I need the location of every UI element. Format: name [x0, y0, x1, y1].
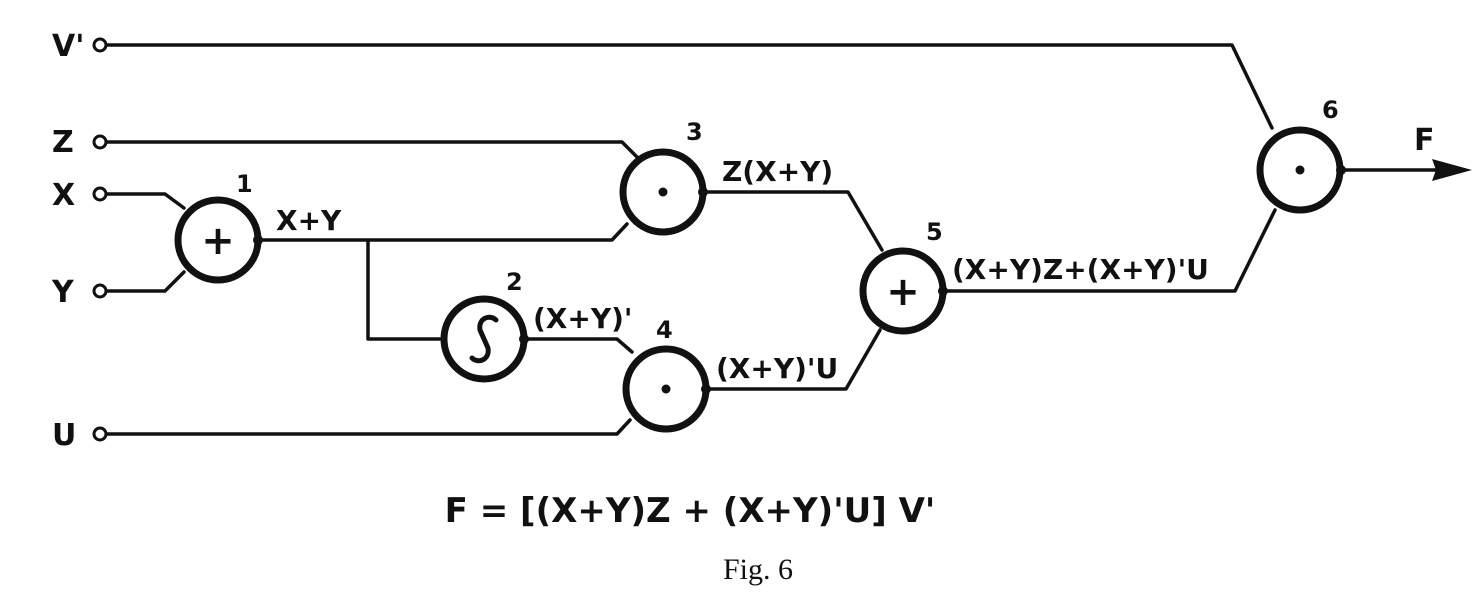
- wire-v-to-node6: [104, 43, 1274, 130]
- node-1-number: 1: [236, 170, 253, 198]
- terminal-u: [92, 426, 108, 442]
- node-3-number: 3: [686, 118, 703, 146]
- wire-node4-to-node5: [708, 328, 882, 391]
- node-1-output-label: X+Y: [276, 204, 342, 237]
- node-6-output-label: F: [1414, 123, 1435, 158]
- node-5-output-dot: [938, 286, 948, 296]
- wire-node5-to-node6: [943, 208, 1277, 293]
- node-4-output-label: (X+Y)'U: [716, 352, 838, 385]
- node-5-number: 5: [926, 218, 943, 246]
- output-arrowhead: [1432, 159, 1472, 181]
- terminal-v: [92, 37, 108, 53]
- formula: F = [(X+Y)Z + (X+Y)'U] V': [445, 491, 936, 531]
- node-1-output-dot: [253, 235, 263, 245]
- node-2-output-label: (X+Y)': [533, 302, 633, 335]
- wire-y-to-node1: [104, 270, 186, 293]
- node-6-multiply-icon: [1295, 165, 1305, 175]
- node-1: + 1 X+Y: [174, 170, 342, 284]
- input-label-u: U: [52, 418, 76, 453]
- node-2-number: 2: [506, 268, 523, 296]
- node-4-number: 4: [656, 316, 673, 344]
- node-6-number: 6: [1322, 96, 1339, 124]
- wire-node1-to-node3: [258, 222, 629, 242]
- figure-caption: Fig. 6: [723, 553, 793, 586]
- terminal-y: [92, 283, 108, 299]
- node-5: + 5 (X+Y)Z+(X+Y)'U: [859, 218, 1209, 335]
- wire-node1-to-node2: [366, 238, 442, 341]
- node-4: 4 (X+Y)'U: [622, 316, 838, 433]
- node-4-output-dot: [701, 384, 711, 394]
- node-5-symbol: +: [886, 269, 920, 315]
- input-label-y: Y: [51, 275, 75, 310]
- node-6: 6 F: [1256, 96, 1435, 214]
- input-label-z: Z: [52, 125, 74, 160]
- wire-z-to-node3: [104, 140, 639, 159]
- wire-u-to-node4: [104, 418, 632, 436]
- wires: [104, 43, 1472, 436]
- node-3-output-label: Z(X+Y): [722, 155, 833, 188]
- node-3-output-dot: [698, 187, 708, 197]
- integral-icon: [469, 314, 499, 364]
- terminal-z: [92, 134, 108, 150]
- node-3: 3 Z(X+Y): [619, 118, 833, 236]
- wire-x-to-node1: [104, 192, 186, 210]
- node-2-output-dot: [519, 334, 529, 344]
- input-label-v: V': [52, 29, 84, 64]
- node-4-multiply-icon: [661, 384, 671, 394]
- input-terminals: [92, 37, 108, 442]
- node-1-symbol: +: [201, 218, 235, 264]
- terminal-x: [92, 186, 108, 202]
- input-label-x: X: [52, 178, 75, 213]
- node-5-output-label: (X+Y)Z+(X+Y)'U: [952, 253, 1209, 286]
- input-labels: V' Z X Y U: [51, 29, 84, 453]
- node-6-output-dot: [1336, 165, 1346, 175]
- wire-node3-to-node5: [706, 190, 884, 252]
- node-2: 2 (X+Y)': [440, 268, 633, 383]
- node-3-multiply-icon: [658, 187, 668, 197]
- wire-node2-to-node4: [527, 337, 634, 354]
